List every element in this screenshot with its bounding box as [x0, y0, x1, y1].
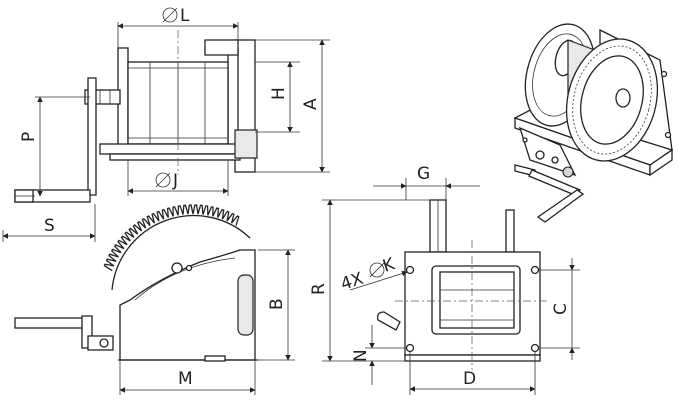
dimension-G: G	[373, 164, 480, 200]
shaft-hole	[171, 262, 183, 274]
label-R: R	[309, 283, 329, 295]
label-H: H	[269, 87, 289, 100]
dimension-C: C	[540, 258, 580, 360]
dimension-D: D	[409, 352, 536, 395]
label-P: P	[19, 132, 39, 142]
iso-crank-handle	[536, 189, 585, 223]
gear-teeth	[103, 204, 240, 272]
diameter-symbol	[162, 7, 178, 23]
dimension-B: B	[258, 249, 295, 361]
bolt-hole	[405, 265, 415, 275]
base-bar	[99, 143, 251, 155]
dimension-L: L	[117, 6, 239, 48]
label-N: N	[351, 349, 371, 362]
side-crank-handle	[14, 317, 86, 329]
housing	[119, 249, 256, 361]
back-view	[376, 199, 550, 370]
label-L: L	[180, 6, 190, 26]
label-K-count: 4X	[338, 269, 366, 295]
bolt-hole	[530, 265, 540, 275]
bolt-hole	[405, 343, 415, 353]
label-A: A	[301, 98, 321, 110]
dimension-S: S	[2, 204, 96, 242]
dimension-R: R	[309, 199, 430, 362]
crank-arm	[87, 77, 97, 196]
isometric-view	[513, 23, 674, 223]
dimension-P: P	[15, 96, 90, 197]
label-M: M	[178, 369, 193, 389]
label-J: J	[172, 171, 178, 191]
side-view	[14, 204, 258, 362]
label-G: G	[417, 164, 430, 184]
diameter-symbol	[155, 172, 171, 188]
dimension-J: J	[127, 160, 229, 196]
gear-cover	[234, 129, 258, 159]
dimension-M: M	[119, 360, 256, 395]
dimension-K: 4X K	[338, 254, 408, 295]
brake-cover	[237, 274, 254, 336]
diameter-symbol	[369, 262, 385, 278]
dimension-N: N	[351, 325, 405, 385]
top-bracket	[204, 39, 239, 56]
label-C: C	[551, 303, 571, 315]
dimension-H: H	[255, 61, 300, 133]
dimension-A: A	[255, 39, 330, 173]
iso-gear-box	[518, 126, 577, 177]
base-plate	[109, 153, 241, 161]
crank-stub	[376, 311, 401, 331]
label-S: S	[44, 216, 55, 236]
bolt-hole	[530, 343, 540, 353]
gear-rim	[111, 214, 251, 291]
top-view	[14, 30, 258, 203]
label-D: D	[463, 369, 476, 389]
label-B: B	[267, 298, 287, 310]
